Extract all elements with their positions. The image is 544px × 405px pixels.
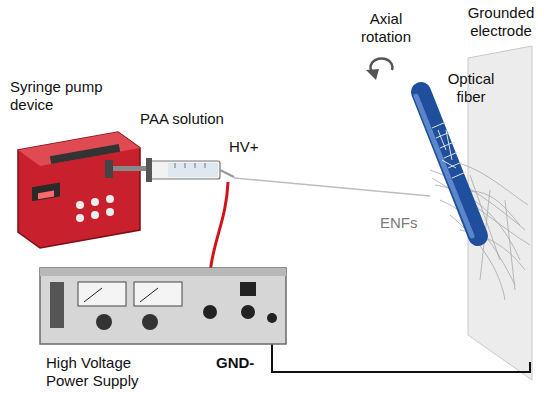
part-label: Grounded electrode xyxy=(461,4,541,40)
syringe-pump xyxy=(18,132,140,248)
material-label: ENFs xyxy=(380,214,430,232)
syringe xyxy=(105,158,234,182)
motion-label: Axial rotation xyxy=(348,10,424,46)
solution-label: PAA solution xyxy=(140,110,240,128)
polarity-label: GND- xyxy=(216,354,266,372)
part-label: Optical fiber xyxy=(440,70,502,106)
optical-fiber xyxy=(416,92,478,236)
device-label: High Voltage Power Supply xyxy=(46,354,162,390)
rotation-arrow xyxy=(366,58,392,80)
high-voltage-power-supply xyxy=(40,268,286,344)
polymer-jet xyxy=(234,178,430,196)
polarity-label: HV+ xyxy=(229,138,269,156)
device-label: Syringe pump device xyxy=(10,78,120,114)
ground-wire xyxy=(272,322,530,372)
